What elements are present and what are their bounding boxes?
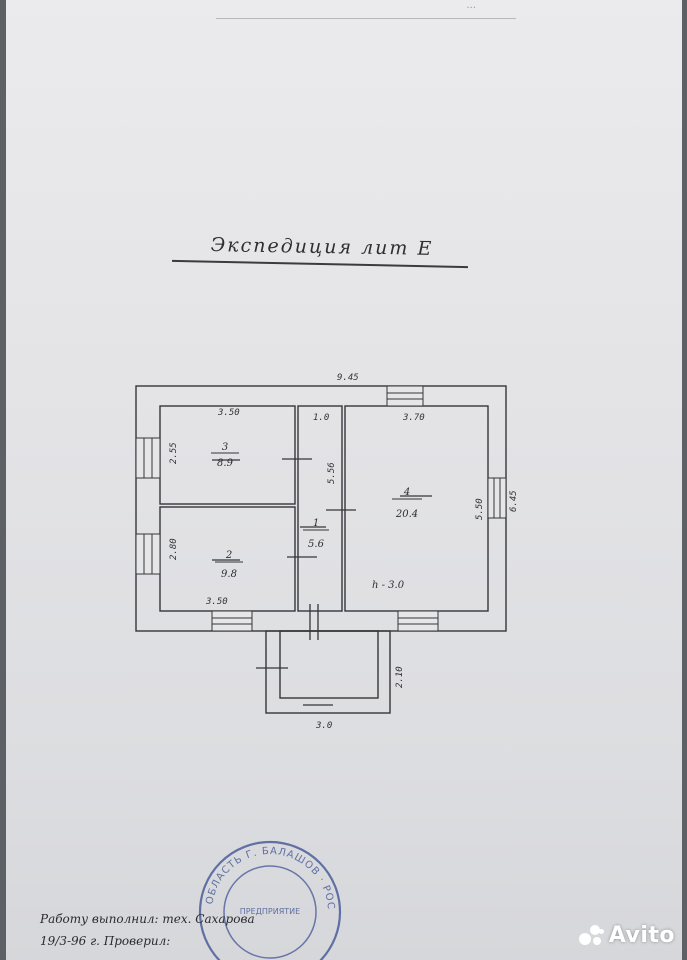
dim-overall-depth: 6.45	[509, 490, 519, 512]
dim-overall-width: 9.45	[337, 373, 359, 383]
room-3-label: 3 8.9	[211, 442, 239, 469]
dim-corridor-width: 1.0	[313, 413, 329, 423]
avito-brand-text: Avito	[608, 923, 675, 948]
signature-block: Работу выполнил: тех. Сахарова 19/3-96 г…	[40, 908, 360, 952]
dim-room2-width: 3.50	[205, 597, 228, 607]
room-4-number: 4	[403, 487, 410, 498]
dim-room2-depth: 2.80	[169, 538, 179, 560]
dim-vestibule-depth: 2.10	[395, 666, 405, 688]
room-2-label: 2 9.8	[215, 550, 243, 580]
avito-logo-icon	[578, 924, 605, 947]
window-left-bottom	[135, 533, 161, 575]
svg-text:ОБЛАСТЬ Г. БАЛАШОВ · РОС: ОБЛАСТЬ Г. БАЛАШОВ · РОС	[204, 846, 336, 911]
room-3-outline	[159, 405, 296, 505]
window-bottom-right	[397, 610, 439, 632]
room-1-area: 5.6	[308, 539, 325, 550]
avito-watermark: Avito	[578, 923, 675, 948]
room-3-area: 8.9	[217, 458, 234, 469]
dim-room3-depth: 2.55	[169, 442, 179, 464]
header-fragment: ...	[466, 0, 476, 11]
room-2-area: 9.8	[221, 569, 237, 580]
dim-vestibule-width: 3.0	[315, 721, 332, 731]
dim-corridor-length: 5.56	[327, 462, 337, 484]
paper-sheet: ...	[6, 0, 682, 960]
round-stamp: ОБЛАСТЬ Г. БАЛАШОВ · РОС ПРЕДПРИЯТИЕ	[198, 840, 342, 960]
dim-room4-width: 3.70	[402, 413, 425, 423]
room-3-number: 3	[222, 442, 228, 453]
header-strip: ...	[216, 0, 516, 19]
room-1-number: 1	[313, 518, 319, 529]
signature-line-2: 19/3-96 г. Проверил:	[40, 934, 171, 948]
corridor-outline	[297, 405, 343, 612]
dim-room3-width: 3.50	[217, 408, 240, 418]
window-right	[487, 477, 507, 519]
signature-line-1: Работу выполнил: тех. Сахарова	[40, 912, 255, 926]
windows	[135, 385, 507, 632]
room-4-label: 4 20.4	[392, 487, 422, 520]
vestibule-inner	[279, 630, 379, 699]
dim-room4-depth: 5.50	[475, 498, 485, 520]
room-2-number: 2	[225, 550, 232, 561]
window-bottom-left	[211, 610, 253, 632]
stamp-ring-text: ОБЛАСТЬ Г. БАЛАШОВ · РОС	[204, 846, 335, 911]
door-marks	[212, 458, 432, 706]
room-4-height: h - 3.0	[372, 580, 405, 591]
stamp-center-text: ПРЕДПРИЯТИЕ	[240, 907, 300, 916]
room-4-area: 20.4	[395, 509, 418, 520]
window-left-top	[135, 437, 161, 479]
window-top	[386, 385, 424, 407]
vestibule-outer	[265, 630, 391, 714]
room-1-label: 1 5.6	[303, 518, 329, 550]
